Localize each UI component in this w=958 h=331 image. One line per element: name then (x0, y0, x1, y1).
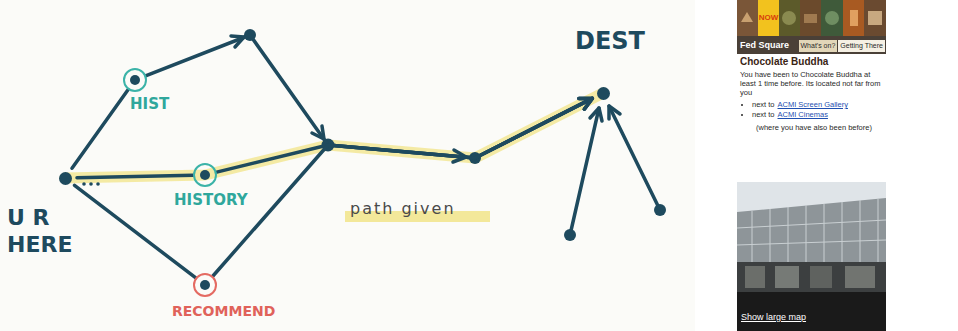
tab-box: What's on? (799, 40, 838, 52)
waypoint-dot (200, 170, 210, 180)
connector (72, 90, 128, 168)
text-block: (where you have also been before) (740, 123, 882, 132)
node-label: RECOMMEND (172, 303, 275, 319)
place-title: Chocolate Buddha (740, 56, 828, 67)
tab-label: Getting There (840, 42, 883, 49)
link-text: ACMI Screen Gallery (778, 100, 848, 109)
bullet-item: next toACMI Screen Gallery (752, 100, 882, 110)
waypoint-node: U R HERE (53, 166, 77, 190)
waypoint-node: DEST (591, 81, 615, 105)
phone-content: Chocolate BuddhaYou have been to Chocola… (740, 56, 882, 132)
paper (0, 0, 695, 331)
junction-dots (244, 29, 666, 241)
phone-screen (737, 0, 886, 331)
extra-lines (231, 36, 660, 235)
waypoint-dot (200, 280, 210, 290)
body-text: You have been to Chocolate Buddha at lea… (740, 70, 880, 97)
bullet-list: next toACMI Screen Gallerynext toACMI Ci… (740, 100, 882, 120)
tab-box: Getting There (838, 40, 885, 52)
bullet-item: next toACMI Cinemas (752, 110, 882, 120)
note-label: path given (350, 199, 456, 218)
history-ring: HIST (123, 68, 147, 92)
connector-line (217, 98, 593, 172)
connector (77, 175, 193, 177)
connector (213, 98, 592, 276)
connector-line (146, 35, 592, 158)
waypoint-dot (59, 172, 72, 185)
bullet-text: next to (752, 100, 775, 109)
history-ring: HISTORY (193, 163, 217, 187)
waypoint-dot (597, 87, 610, 100)
trail-dots (82, 182, 100, 186)
icon-label: NOW (758, 13, 779, 22)
waypoint-dot (130, 75, 140, 85)
node-label: HIST (130, 96, 169, 113)
tab-label: What's on? (801, 42, 836, 49)
node-label: HISTORY (174, 192, 248, 209)
connector-line (77, 175, 193, 177)
place-heading: Fed Square (740, 39, 789, 51)
bullet-text: next to (752, 110, 775, 119)
map-link: Show large map (741, 312, 806, 322)
link-text: ACMI Cinemas (778, 110, 828, 119)
note-text: (where you have also been before) (756, 123, 872, 132)
arrow-head (579, 98, 592, 109)
history-ring: RECOMMEND (193, 273, 217, 297)
connector (217, 98, 593, 172)
text-block: You have been to Chocolate Buddha at lea… (740, 70, 882, 97)
connector-line (213, 98, 592, 276)
connector-line (72, 90, 128, 168)
node-label: DEST (575, 28, 645, 56)
node-label: U R HERE (7, 204, 77, 258)
connector (146, 35, 592, 158)
text-block: Chocolate Buddha (740, 56, 882, 68)
